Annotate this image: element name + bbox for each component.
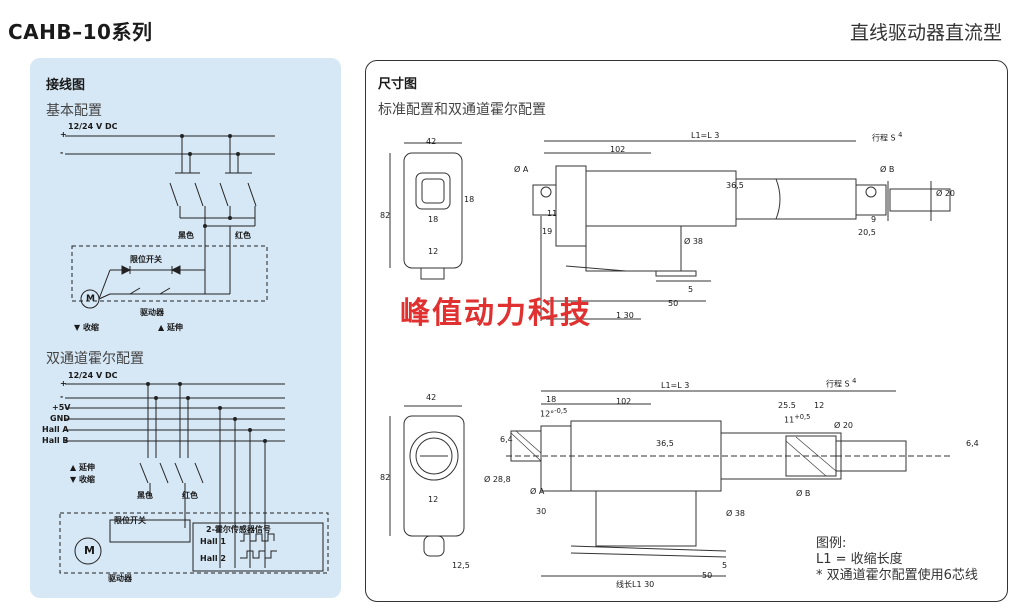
hall-motor-label: M bbox=[84, 544, 95, 557]
bottom-d30: 30 bbox=[536, 507, 547, 516]
top-stroke: 行程 S 4 bbox=[872, 131, 902, 144]
basic-extend-label: ▲ 延伸 bbox=[158, 323, 183, 332]
bottom-phiA: Ø A bbox=[530, 487, 545, 496]
wiring-diagram bbox=[59, 134, 329, 574]
basic-minus-label: - bbox=[60, 148, 64, 157]
bottom-d365: 36,5 bbox=[656, 439, 674, 448]
hall-extend-text: 延伸 bbox=[78, 463, 95, 472]
top-d18b: 18 bbox=[464, 195, 475, 204]
hall-red-label: 红色 bbox=[182, 491, 198, 500]
basic-supply-label: 12/24 V DC bbox=[68, 122, 118, 131]
hall-black-label: 黑色 bbox=[137, 491, 153, 500]
hall-plus-label: + bbox=[60, 379, 67, 388]
bottom-d12: 12 bbox=[428, 495, 439, 504]
hall-retract-text: 收缩 bbox=[78, 475, 95, 484]
bottom-d125: 12,5 bbox=[452, 561, 470, 570]
hall-5v-label: +5V bbox=[52, 403, 71, 412]
bottom-d42: 42 bbox=[426, 393, 437, 402]
bottom-d18: 18 bbox=[546, 395, 557, 404]
bottom-d255: 25.5 bbox=[778, 401, 796, 410]
top-d11: 11 bbox=[547, 209, 558, 218]
bottom-d12deg: 12°-0,5 bbox=[540, 407, 567, 419]
bottom-d11-text: 11 bbox=[784, 415, 795, 425]
hall-limit-switch-label: 限位开关 bbox=[114, 516, 146, 525]
bottom-l1: L1=L 3 bbox=[661, 381, 690, 390]
bottom-d5: 5 bbox=[722, 561, 728, 570]
basic-black-label: 黑色 bbox=[178, 231, 194, 240]
top-d38: Ø 38 bbox=[684, 237, 704, 246]
hall1-label: Hall 1 bbox=[200, 537, 226, 546]
bottom-d12b: 12 bbox=[814, 401, 825, 410]
top-l1: L1=L 3 bbox=[691, 131, 720, 140]
bottom-d11: 11+0,5 bbox=[784, 413, 810, 425]
top-d205: 20,5 bbox=[858, 228, 876, 237]
wiring-title: 接线图 bbox=[46, 78, 86, 93]
legend: 图例: L1 = 收缩长度 * 双通道霍尔配置使用6芯线 bbox=[816, 536, 978, 584]
top-d12: 12 bbox=[428, 247, 439, 256]
hall-gnd-label: GND bbox=[50, 414, 70, 423]
bottom-d12deg-text: 12° bbox=[540, 409, 555, 419]
bottom-cable: 线长L1 30 bbox=[616, 580, 655, 589]
basic-extend-text: 延伸 bbox=[166, 323, 183, 332]
category-title: 直线驱动器直流型 bbox=[849, 22, 1002, 44]
bottom-d12deg-sup: -0,5 bbox=[554, 407, 568, 415]
basic-motor-label: M bbox=[86, 294, 95, 304]
watermark-text: 峰值动力科技 bbox=[400, 296, 592, 331]
bottom-d20: Ø 20 bbox=[834, 421, 854, 430]
top-d30: 1 30 bbox=[616, 311, 634, 320]
bottom-d64b: 6,4 bbox=[966, 439, 979, 448]
top-d365: 36,5 bbox=[726, 181, 744, 190]
top-stroke-sup: 4 bbox=[898, 131, 903, 139]
series-title: CAHB–10系列 bbox=[8, 20, 153, 44]
top-d5: 5 bbox=[688, 285, 694, 294]
top-d20: Ø 20 bbox=[936, 189, 956, 198]
bottom-d102: 102 bbox=[616, 397, 632, 406]
hall-sensor-signal-label: 2-霍尔传感器信号 bbox=[206, 525, 271, 534]
bottom-d11-sup: +0,5 bbox=[794, 413, 811, 421]
top-phiB: Ø B bbox=[880, 165, 895, 174]
dimension-drawing bbox=[389, 140, 951, 577]
bottom-d50: 50 bbox=[702, 571, 713, 580]
basic-plus-label: + bbox=[60, 130, 67, 139]
hall-supply-label: 12/24 V DC bbox=[68, 371, 118, 380]
top-d82: 82 bbox=[380, 211, 391, 220]
basic-driver-label: 驱动器 bbox=[140, 308, 164, 317]
top-d19: 19 bbox=[542, 227, 553, 236]
hall-minus-label: - bbox=[60, 392, 64, 401]
bottom-d82: 82 bbox=[380, 473, 391, 482]
legend-note: * 双通道霍尔配置使用6芯线 bbox=[816, 568, 978, 583]
top-d18a: 18 bbox=[428, 215, 439, 224]
hall-retract-label: ▼ 收缩 bbox=[70, 475, 95, 484]
top-phiA: Ø A bbox=[514, 165, 529, 174]
legend-l1: L1 = 收缩长度 bbox=[816, 552, 903, 567]
dimensions-title: 尺寸图 bbox=[378, 77, 418, 92]
basic-config-label: 基本配置 bbox=[46, 103, 102, 119]
basic-red-label: 红色 bbox=[235, 231, 251, 240]
bottom-d64a: 6,4 bbox=[500, 435, 513, 444]
bottom-d288: Ø 28,8 bbox=[484, 475, 511, 484]
basic-retract-label: ▼ 收缩 bbox=[74, 323, 99, 332]
top-d42: 42 bbox=[426, 137, 437, 146]
top-d9: 9 bbox=[871, 215, 877, 224]
bottom-d38: Ø 38 bbox=[726, 509, 746, 518]
hall-a-label: Hall A bbox=[42, 425, 69, 434]
basic-retract-text: 收缩 bbox=[82, 323, 99, 332]
top-stroke-text: 行程 S bbox=[872, 133, 896, 143]
wiring-panel: 接线图 基本配置 双通道霍尔配置 bbox=[30, 58, 341, 598]
top-d50: 50 bbox=[668, 299, 679, 308]
legend-title: 图例: bbox=[816, 536, 847, 551]
bottom-phiB: Ø B bbox=[796, 489, 811, 498]
dimensions-panel: 尺寸图 标准配置和双通道霍尔配置 bbox=[365, 60, 1008, 602]
hall-driver-label: 驱动器 bbox=[108, 574, 132, 583]
dual-hall-label: 双通道霍尔配置 bbox=[46, 351, 144, 367]
top-d102: 102 bbox=[610, 145, 626, 154]
bottom-stroke-sup: 4 bbox=[852, 377, 857, 385]
basic-limit-switch-label: 限位开关 bbox=[130, 255, 162, 264]
hall-b-label: Hall B bbox=[42, 436, 69, 445]
hall2-label: Hall 2 bbox=[200, 554, 226, 563]
dimensions-subtitle: 标准配置和双通道霍尔配置 bbox=[378, 102, 546, 118]
bottom-stroke-text: 行程 S bbox=[826, 379, 850, 389]
bottom-stroke: 行程 S 4 bbox=[826, 377, 856, 390]
hall-extend-label: ▲ 延伸 bbox=[70, 463, 95, 472]
